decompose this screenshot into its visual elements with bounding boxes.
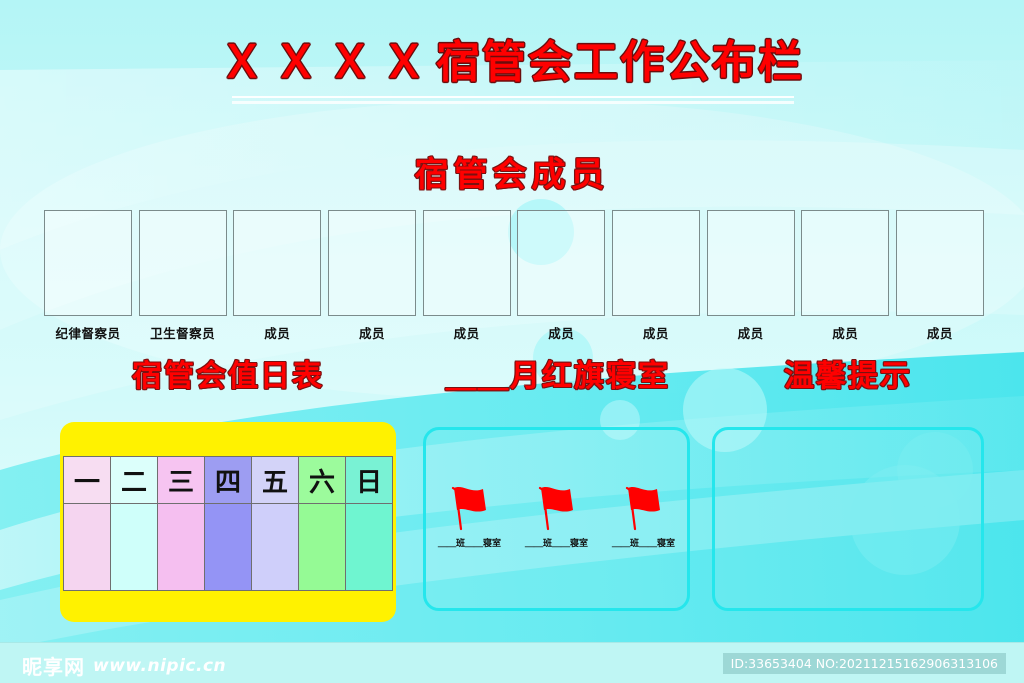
duty-day-header: 三	[157, 456, 205, 504]
title-underline-bottom	[232, 101, 794, 104]
duty-table-header-row: 一 二 三 四 五 六 日	[63, 456, 393, 504]
member-role-label: 成员	[358, 326, 385, 341]
duty-day-header: 五	[251, 456, 299, 504]
red-flag-item[interactable]: ＿＿班＿＿寝室	[434, 482, 506, 549]
duty-day-cell[interactable]	[157, 503, 205, 591]
member-photo-frame[interactable]	[706, 210, 795, 316]
member-role-label: 成员	[548, 326, 575, 341]
duty-schedule-heading: 宿管会值日表	[132, 359, 324, 394]
page-title-main: 宿管会工作公布栏	[436, 37, 804, 88]
red-flag-item[interactable]: ＿＿班＿＿寝室	[521, 482, 593, 549]
member-cell[interactable]: 成员	[422, 210, 511, 344]
tips-box[interactable]	[712, 427, 984, 611]
member-cell[interactable]: 纪律督察员	[44, 210, 132, 344]
member-photo-frame[interactable]	[327, 210, 416, 316]
duty-day-cell[interactable]	[345, 503, 393, 591]
member-cell[interactable]: 成员	[895, 210, 984, 344]
red-flag-dorm-heading: ＿＿月红旗寝室	[446, 359, 670, 394]
member-photo-frame[interactable]	[44, 210, 132, 316]
member-role-label: 成员	[926, 326, 953, 341]
member-cell[interactable]: 成员	[706, 210, 795, 344]
duty-day-header: 日	[345, 456, 393, 504]
member-photo-frame[interactable]	[138, 210, 227, 316]
duty-day-cell[interactable]	[63, 503, 111, 591]
asset-id-text: ID:33653404 NO:20211215162906313106	[722, 653, 1006, 674]
members-heading: 宿管会成员	[414, 155, 610, 195]
duty-day-header: 二	[110, 456, 158, 504]
page-title-prefix: ＸＸＸＸ	[220, 37, 436, 88]
page-title: ＸＸＸＸ宿管会工作公布栏	[0, 38, 1024, 88]
member-photo-frame[interactable]	[517, 210, 606, 316]
member-cell[interactable]: 成员	[517, 210, 606, 344]
member-cell[interactable]: 成员	[233, 210, 322, 344]
red-flag-icon	[538, 486, 573, 531]
red-flag-item[interactable]: ＿＿班＿＿寝室	[608, 482, 680, 549]
duty-day-header: 四	[204, 456, 252, 504]
site-logo-text: 昵享网	[22, 655, 85, 679]
footer-watermark-bar: 昵享网 www.nipic.cn ID:33653404 NO:20211215…	[0, 642, 1024, 683]
red-flag-label: ＿＿班＿＿寝室	[611, 539, 675, 549]
member-cell[interactable]: 成员	[801, 210, 890, 344]
red-flag-dorm-box: ＿＿班＿＿寝室 ＿＿班＿＿寝室 ＿＿班＿＿寝室	[423, 427, 690, 611]
member-photo-frame[interactable]	[801, 210, 890, 316]
member-role-label: 成员	[642, 326, 669, 341]
duty-day-cell[interactable]	[204, 503, 252, 591]
member-photo-frame[interactable]	[895, 210, 984, 316]
member-cell[interactable]: 成员	[327, 210, 416, 344]
duty-day-cell[interactable]	[110, 503, 158, 591]
red-flag-icon	[451, 486, 486, 531]
red-flag-list: ＿＿班＿＿寝室 ＿＿班＿＿寝室 ＿＿班＿＿寝室	[426, 482, 687, 582]
duty-day-cell[interactable]	[298, 503, 346, 591]
member-photo-row: 纪律督察员 卫生督察员 成员 成员 成员 成员 成员 成员	[44, 210, 984, 344]
tips-heading: 温馨提示	[784, 359, 912, 394]
duty-day-header: 一	[63, 456, 111, 504]
member-photo-frame[interactable]	[422, 210, 511, 316]
site-watermark: 昵享网 www.nipic.cn	[22, 651, 226, 680]
member-role-label: 纪律督察员	[55, 326, 121, 341]
member-role-label: 成员	[264, 326, 291, 341]
site-url-text: www.nipic.cn	[93, 655, 227, 676]
duty-day-header: 六	[298, 456, 346, 504]
member-role-label: 成员	[832, 326, 859, 341]
red-flag-icon	[625, 486, 660, 531]
duty-table-entry-row	[63, 503, 393, 591]
member-role-label: 成员	[453, 326, 480, 341]
duty-schedule-panel: 一 二 三 四 五 六 日	[60, 422, 396, 622]
duty-schedule-table: 一 二 三 四 五 六 日	[63, 456, 393, 591]
member-role-label: 卫生督察员	[150, 326, 216, 341]
duty-day-cell[interactable]	[251, 503, 299, 591]
member-photo-frame[interactable]	[611, 210, 700, 316]
member-cell[interactable]: 卫生督察员	[138, 210, 227, 344]
red-flag-label: ＿＿班＿＿寝室	[524, 539, 588, 549]
member-photo-frame[interactable]	[233, 210, 322, 316]
red-flag-label: ＿＿班＿＿寝室	[437, 539, 501, 549]
member-cell[interactable]: 成员	[611, 210, 700, 344]
title-underline-top	[232, 96, 794, 98]
member-role-label: 成员	[737, 326, 764, 341]
